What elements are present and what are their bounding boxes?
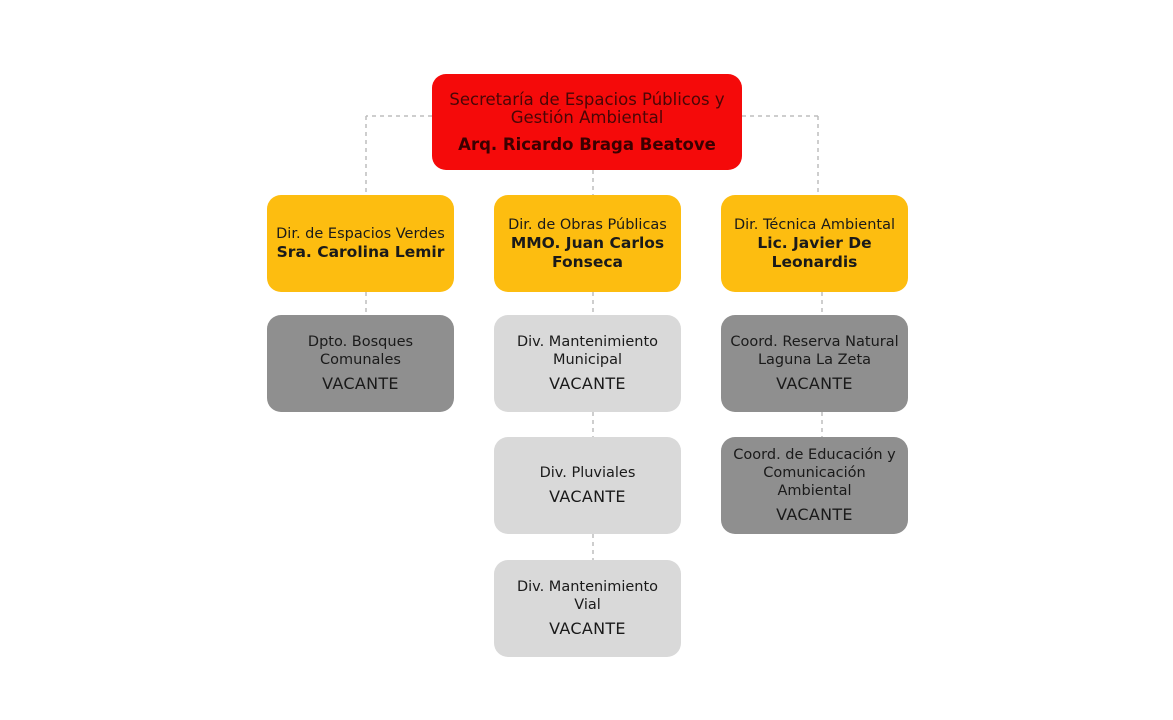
directorate-name: Lic. Javier De Leonardis <box>757 233 872 271</box>
directorate-tecnica-ambiental: Dir. Técnica Ambiental Lic. Javier De Le… <box>721 195 908 292</box>
unit-title: Coord. Reserva Natural Laguna La Zeta <box>730 333 899 368</box>
unit-title: Dpto. Bosques Comunales <box>307 333 414 368</box>
unit-status: VACANTE <box>549 618 626 638</box>
unit-bosques-comunales: Dpto. Bosques Comunales VACANTE <box>267 315 454 412</box>
directorate-title: Dir. de Espacios Verdes <box>276 226 445 242</box>
unit-status: VACANTE <box>549 486 626 506</box>
unit-mantenimiento-vial: Div. Mantenimiento Vial VACANTE <box>494 560 681 657</box>
unit-status: VACANTE <box>776 373 853 393</box>
root-title: Secretaría de Espacios Públicos y Gestió… <box>449 89 725 127</box>
unit-reserva-laguna: Coord. Reserva Natural Laguna La Zeta VA… <box>721 315 908 412</box>
unit-mantenimiento-municipal: Div. Mantenimiento Municipal VACANTE <box>494 315 681 412</box>
unit-title: Coord. de Educación y Comunicación Ambie… <box>733 446 896 499</box>
root-name: Arq. Ricardo Braga Beatove <box>458 134 716 154</box>
directorate-title: Dir. Técnica Ambiental <box>733 216 895 233</box>
unit-title: Div. Mantenimiento Municipal <box>516 333 659 368</box>
directorate-title: Dir. de Obras Públicas <box>508 216 667 233</box>
directorate-obras-publicas: Dir. de Obras Públicas MMO. Juan Carlos … <box>494 195 681 292</box>
unit-title: Div. Mantenimiento Vial <box>516 578 659 613</box>
unit-status: VACANTE <box>322 373 399 393</box>
root-box: Secretaría de Espacios Públicos y Gestió… <box>432 74 742 170</box>
unit-status: VACANTE <box>776 504 853 524</box>
unit-status: VACANTE <box>549 373 626 393</box>
directorate-name: MMO. Juan Carlos Fonseca <box>510 233 665 271</box>
unit-pluviales: Div. Pluviales VACANTE <box>494 437 681 534</box>
directorate-espacios-verdes: Dir. de Espacios Verdes Sra. Carolina Le… <box>267 195 454 292</box>
unit-title: Div. Pluviales <box>539 464 636 481</box>
unit-educacion-ambiental: Coord. de Educación y Comunicación Ambie… <box>721 437 908 534</box>
directorate-name: Sra. Carolina Lemir <box>276 243 445 261</box>
